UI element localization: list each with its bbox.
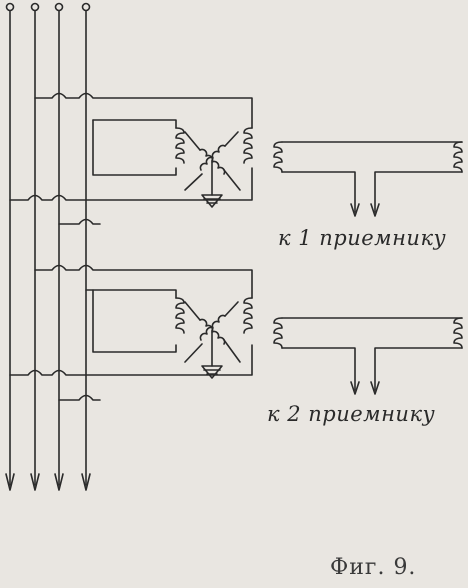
primary-frame xyxy=(85,289,177,299)
secondary-winding xyxy=(224,131,239,147)
output-coil xyxy=(273,317,283,349)
output-wire xyxy=(374,171,463,213)
secondary-winding xyxy=(184,343,203,363)
ground-symbol xyxy=(201,194,223,208)
primary-frame xyxy=(92,289,177,353)
secondary-winding xyxy=(184,301,201,321)
transformer-unit-2 xyxy=(9,264,463,401)
figure-caption: Фиг. 9. xyxy=(330,555,417,580)
bus-wire xyxy=(58,394,101,401)
receiver-2-label: к 2 приемнику xyxy=(267,402,436,426)
output-coil xyxy=(453,141,463,173)
bus-wire xyxy=(58,218,101,225)
output-wire xyxy=(281,171,356,213)
bus-wire xyxy=(34,92,253,129)
output-wire xyxy=(281,347,356,391)
bus-wire xyxy=(9,167,253,201)
secondary-winding xyxy=(223,339,241,363)
winding-coil xyxy=(243,127,253,164)
secondary-winding xyxy=(199,314,226,341)
supply-line-3 xyxy=(54,2,64,491)
primary-frame xyxy=(92,119,177,129)
ground-symbol xyxy=(201,365,223,379)
output-wire xyxy=(374,347,463,391)
winding-coil xyxy=(175,127,185,164)
secondary-winding xyxy=(223,169,241,191)
secondary-winding xyxy=(184,173,203,191)
output-coil xyxy=(453,317,463,349)
secondary-winding xyxy=(199,144,226,171)
winding-coil xyxy=(243,297,253,334)
winding-coil xyxy=(175,297,185,334)
transformer-unit-1 xyxy=(9,92,463,225)
bus-wire xyxy=(9,344,253,376)
receiver-1-label: к 1 приемнику xyxy=(278,226,447,250)
secondary-winding xyxy=(224,301,239,317)
supply-line-2 xyxy=(30,2,40,491)
supply-line-1 xyxy=(5,2,15,491)
supply-lines xyxy=(5,2,91,491)
primary-frame xyxy=(92,119,177,176)
supply-line-4 xyxy=(81,2,91,491)
output-coil xyxy=(273,141,283,173)
bus-wire xyxy=(34,264,253,299)
secondary-winding xyxy=(184,131,201,151)
